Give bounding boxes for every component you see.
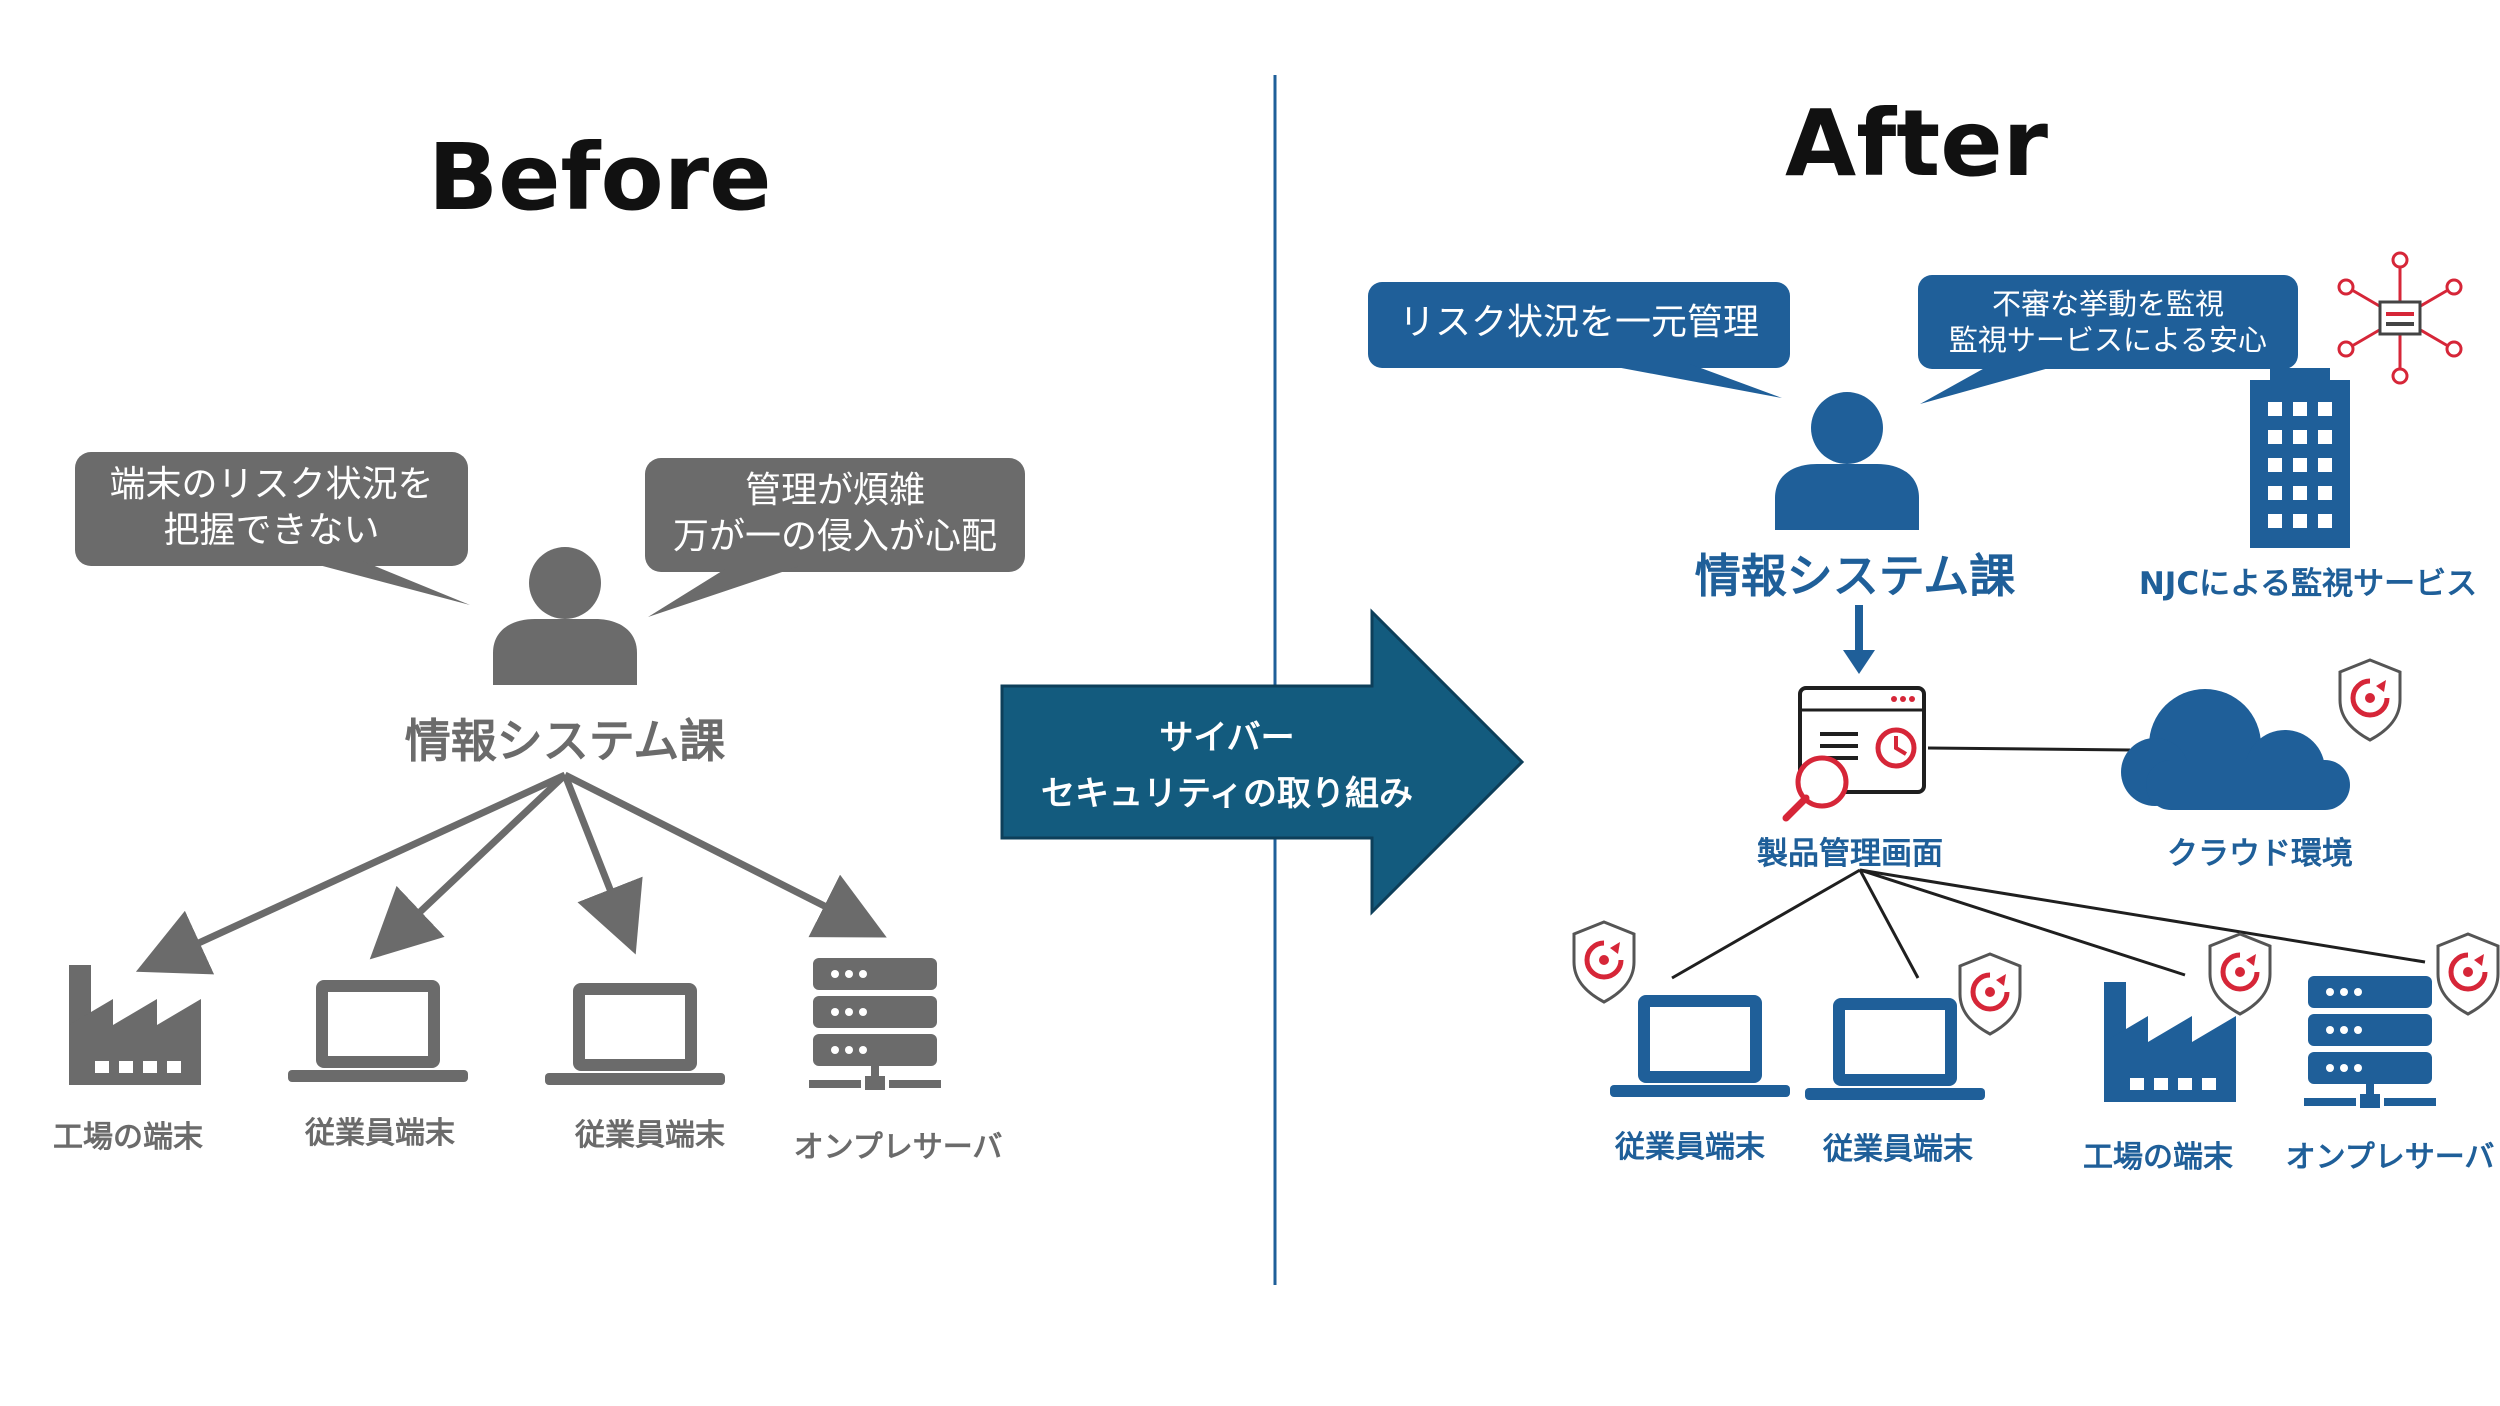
after-bubble-right-text: 不審な挙動を監視 監視サービスによる安心 <box>1948 287 2268 357</box>
network-hub-icon <box>2337 251 2463 385</box>
center-arrow-shape <box>1000 608 1525 916</box>
after-bubble-right <box>1918 275 2298 404</box>
after-factory-icon <box>2104 982 2236 1102</box>
cloud-icon <box>2121 689 2350 810</box>
console-cloud-line <box>1927 746 2131 752</box>
factory-shield-icon <box>2210 934 2270 1014</box>
after-laptop-icon-1 <box>1610 995 1790 1097</box>
after-device-label-laptop-1: 従業員端末 <box>1615 1130 1765 1165</box>
before-bubble-right <box>645 458 1025 617</box>
after-device-label-factory: 工場の端末 <box>2083 1140 2233 1175</box>
monitoring-service-label: NJCによる監視サービス <box>2138 566 2478 602</box>
center-arrow-line2: セキュリティの取り組み <box>1041 774 1413 814</box>
management-console-label: 製品管理画面 <box>1757 836 1943 872</box>
cloud-label: クラウド環境 <box>2167 836 2353 872</box>
before-department-label: 情報システム課 <box>404 714 726 768</box>
after-down-arrow <box>1843 605 1875 674</box>
center-arrow-label: サイバー セキュリティの取り組み <box>1002 710 1452 822</box>
before-laptop-icon-2 <box>545 983 725 1085</box>
before-device-label-laptop-2: 従業員端末 <box>575 1118 725 1153</box>
server-shield-icon <box>2438 934 2498 1014</box>
laptop1-shield-icon <box>1574 922 1634 1002</box>
before-person-icon <box>493 547 637 685</box>
before-bubble-left <box>75 452 470 605</box>
before-title: Before <box>428 124 772 231</box>
before-factory-icon <box>69 965 201 1085</box>
after-server-icon <box>2304 976 2436 1108</box>
before-connector-lines <box>135 771 887 975</box>
after-person-icon <box>1775 392 1919 530</box>
after-bubble-left-text: リスク状況を一元管理 <box>1398 302 1759 343</box>
center-arrow-line1: サイバー <box>1159 718 1295 758</box>
laptop2-shield-icon <box>1960 954 2020 1034</box>
before-bubble-left-text: 端末のリスク状況を 把握できない <box>109 464 434 551</box>
after-connector-lines <box>1671 868 2426 980</box>
building-icon <box>2250 368 2350 548</box>
after-device-label-laptop-2: 従業員端末 <box>1823 1132 1973 1167</box>
before-device-label-factory: 工場の端末 <box>53 1120 203 1155</box>
before-bubble-right-text: 管理が煩雑 万が一の侵入が心配 <box>672 470 997 557</box>
cloud-shield-icon <box>2340 660 2400 740</box>
console-window-icon <box>1782 686 1926 822</box>
after-title: After <box>1785 90 2048 197</box>
after-laptop-icon-2 <box>1805 998 1985 1100</box>
after-department-label: 情報システム課 <box>1694 549 2016 603</box>
before-device-label-server: オンプレサーバ <box>793 1130 1003 1165</box>
after-bubble-left <box>1368 282 1790 398</box>
before-device-label-laptop-1: 従業員端末 <box>305 1116 455 1151</box>
after-device-label-server: オンプレサーバ <box>2285 1140 2495 1175</box>
before-laptop-icon-1 <box>288 980 468 1082</box>
before-server-icon <box>809 958 941 1090</box>
